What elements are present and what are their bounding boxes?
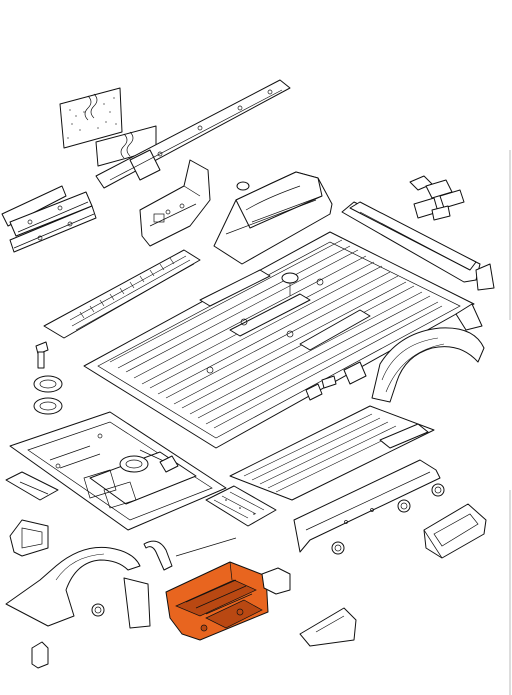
upper-side-rail[interactable] [95, 79, 291, 189]
small-bottom-clip[interactable] [31, 641, 49, 669]
rear-small-bracket[interactable] [261, 567, 291, 595]
front-left-bracket[interactable] [9, 519, 49, 557]
main-floor-pan[interactable] [83, 231, 475, 449]
rear-floor-crossmember-panel[interactable] [165, 537, 269, 641]
floor-clips[interactable] [305, 361, 367, 401]
door-pillar-bracket[interactable] [139, 159, 211, 247]
right-floor-section[interactable] [229, 405, 435, 501]
grommet-lower[interactable] [33, 397, 63, 415]
front-floor-section[interactable] [9, 411, 227, 531]
right-side-rail[interactable] [341, 201, 495, 291]
mounting-clips[interactable] [409, 175, 465, 221]
right-mount-bracket[interactable] [423, 503, 487, 559]
seat-box[interactable] [213, 171, 333, 265]
insulation-pad-upper[interactable] [59, 87, 123, 149]
left-wheel-arch[interactable] [5, 540, 173, 629]
left-outer-sill[interactable] [43, 249, 201, 339]
right-wheel-arch[interactable] [371, 303, 485, 403]
left-rail-bracket-lower[interactable] [9, 205, 97, 253]
left-arch-grommet[interactable] [91, 603, 105, 617]
right-lower-rail[interactable] [293, 459, 445, 555]
lower-right-bracket[interactable] [299, 607, 357, 647]
grommet-upper[interactable] [33, 375, 63, 393]
floor-bolt[interactable] [35, 341, 49, 369]
rear-crossmember-strip[interactable] [205, 485, 277, 527]
front-floor-bracket[interactable] [5, 471, 59, 501]
